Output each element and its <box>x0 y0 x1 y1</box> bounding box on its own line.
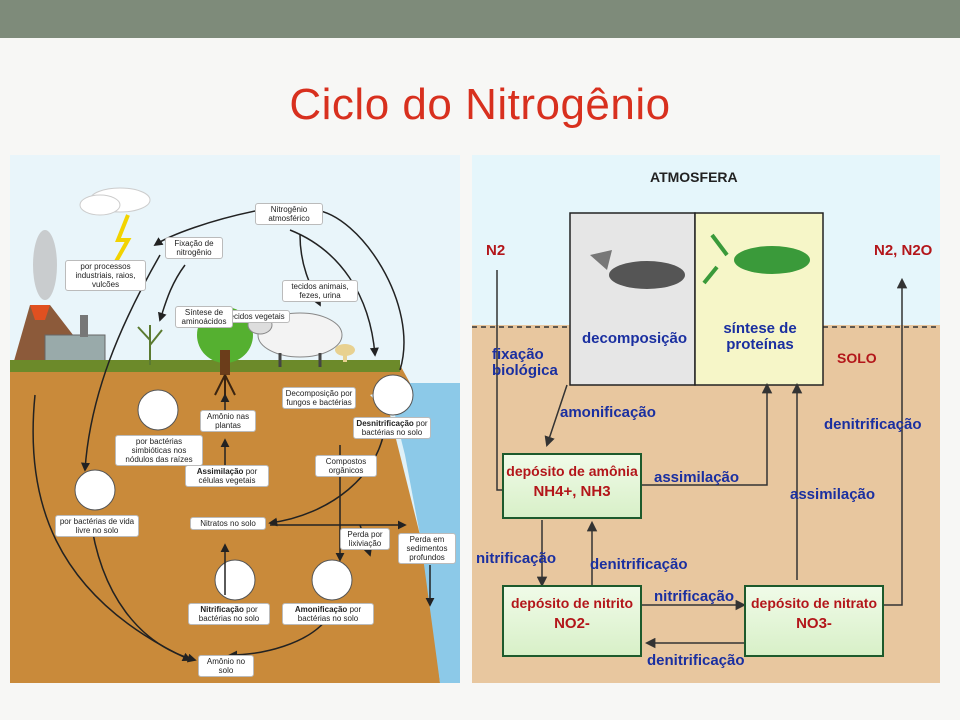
n2-n2o-label: N2, N2O <box>874 242 933 259</box>
bacteria-icon <box>74 469 116 511</box>
assimilation-label-1: assimilação <box>654 469 740 486</box>
nitrate-deposit-title: depósito de nitrato <box>751 595 877 611</box>
nitrification-label-mid: nitrificação <box>654 588 735 605</box>
denitrification-label-top: denitrificação <box>824 416 922 433</box>
ammonia-deposit-title: depósito de amônia <box>506 463 638 479</box>
label-ammonification: Amonificação por bactérias no solo <box>282 603 374 625</box>
label-nitrogen-fixation: Fixação de nitrogênio <box>165 237 223 259</box>
ammonia-deposit-box: depósito de amônia NH4+, NH3 <box>502 453 642 519</box>
denitrification-label-bottom: denitrificação <box>647 652 745 669</box>
label-decomposition: Decomposição por fungos e bactérias <box>282 387 356 409</box>
label-nitrates-soil: Nitratos no solo <box>190 517 266 530</box>
bacteria-icon <box>311 559 353 601</box>
grasshopper-icon <box>734 246 810 274</box>
label-ammonium-soil: Amônio no solo <box>198 655 254 677</box>
top-bar <box>0 0 960 38</box>
nitrogen-cycle-flowchart: ATMOSFERA SOLO N2 N2, N2O decomposição s… <box>472 155 940 683</box>
label-amino-acid-synthesis: Síntese de aminoácidos <box>175 306 233 328</box>
bacteria-icon <box>137 389 179 431</box>
label-leaching-loss: Perda por lixiviação <box>340 528 390 550</box>
decomposition-panel <box>569 212 696 386</box>
label-assimilation: Assimilação por células vegetais <box>185 465 269 487</box>
decomposition-label: decomposição <box>582 330 688 347</box>
label-animal-tissue: tecidos animais, fezes, urina <box>282 280 358 302</box>
nitrogen-cycle-illustration: Nitrogênio atmosférico Fixação de nitrog… <box>10 155 460 683</box>
slide-title: Ciclo do Nitrogênio <box>289 80 671 129</box>
label-ammonium-plants: Amônio nas plantas <box>200 410 256 432</box>
atmosphere-label: ATMOSFERA <box>650 169 738 185</box>
plant-icon <box>137 325 163 365</box>
bacteria-icon <box>214 559 256 601</box>
nitrate-formula: NO3- <box>796 615 832 632</box>
label-nitrification: Nitrificação por bactérias no solo <box>188 603 270 625</box>
label-industrial-processes: por processos industriais, raios, vulcõe… <box>65 260 146 291</box>
label-symbiotic-bacteria: por bactérias simbióticas nos nódulos da… <box>115 435 203 466</box>
nitrification-label-left: nitrificação <box>476 550 557 567</box>
denitrification-label-mid: denitrificação <box>590 556 688 573</box>
label-denitrification: Desnitrificação por bactérias no solo <box>353 417 431 439</box>
label-nitrogen-atmospheric: Nitrogênio atmosférico <box>255 203 323 225</box>
bacteria-icon <box>372 374 414 416</box>
dead-insect-icon <box>609 261 685 289</box>
n2-label: N2 <box>486 242 506 259</box>
ammonia-formula: NH4+, NH3 <box>533 483 611 500</box>
ammonification-label: amonificação <box>560 404 656 421</box>
label-free-living-bacteria: por bactérias de vida livre no solo <box>55 515 139 537</box>
soil-label: SOLO <box>837 350 877 366</box>
label-organic-compounds: Compostos orgânicos <box>315 455 377 477</box>
nitrite-formula: NO2- <box>554 615 590 632</box>
protein-synthesis-panel <box>694 212 824 386</box>
sheep-icon <box>257 312 343 358</box>
nitrate-deposit-box: depósito de nitrato NO3- <box>744 585 884 657</box>
nitrite-deposit-title: depósito de nitrito <box>510 595 634 611</box>
assimilation-label-2: assimilação <box>790 486 876 503</box>
label-deep-sediment-loss: Perda em sedimentos profundos <box>398 533 456 564</box>
nitrite-deposit-box: depósito de nitrito NO2- <box>502 585 642 657</box>
lightning-icon <box>112 214 132 266</box>
